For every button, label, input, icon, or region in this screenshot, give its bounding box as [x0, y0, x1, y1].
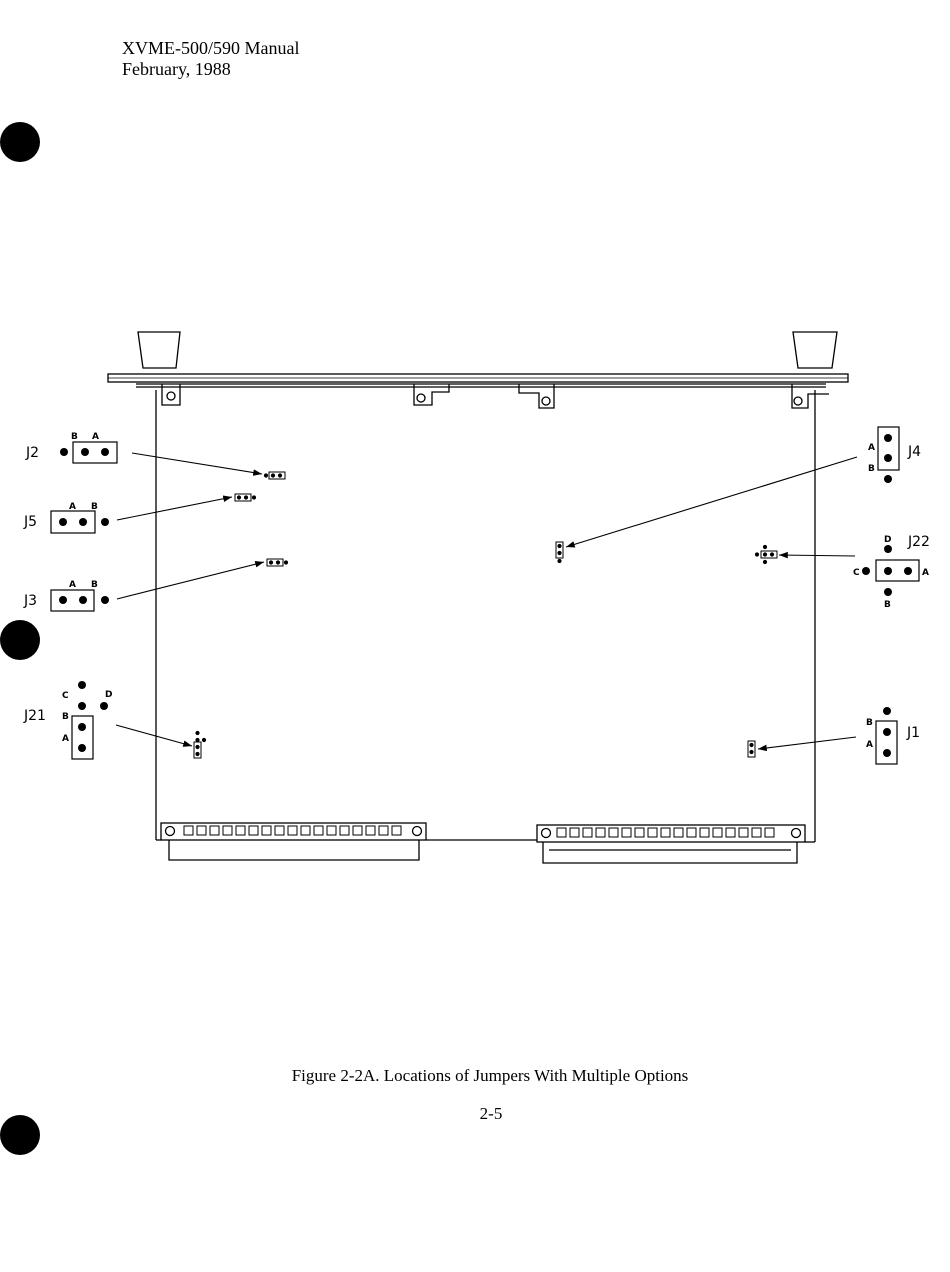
- circuit-board: [108, 332, 848, 863]
- board-jumper-j5: [235, 494, 256, 501]
- board-jumper-j22: [755, 545, 777, 563]
- j2-pin-b-label: B: [71, 432, 78, 442]
- j21-pin-b-label: B: [62, 712, 69, 722]
- board-jumper-j4: [556, 542, 563, 563]
- board-jumper-j2: [264, 472, 285, 479]
- jumper-j22-detail: J22 D C A B: [853, 534, 930, 610]
- leader-arrows: [116, 453, 857, 749]
- board-jumper-j21: [194, 731, 206, 758]
- connector-p2: [537, 825, 805, 863]
- j5-label: J5: [23, 514, 37, 530]
- j3-label: J3: [23, 593, 37, 609]
- jumper-j1-detail: J1 B A: [866, 707, 920, 764]
- jumper-j2-detail: J2 B A: [25, 432, 117, 463]
- j4-label: J4: [907, 444, 921, 460]
- board-jumper-footprints: [194, 472, 777, 758]
- j4-pin-b-label: B: [868, 464, 875, 474]
- j22-pin-d-label: D: [884, 535, 891, 545]
- j3-pin-b-label: B: [91, 580, 98, 590]
- j22-pin-b-label: B: [884, 600, 891, 610]
- figure-caption: Figure 2-2A. Locations of Jumpers With M…: [0, 1066, 950, 1086]
- jumper-j3-detail: J3 A B: [23, 580, 109, 611]
- j21-pin-a-label: A: [62, 734, 69, 744]
- j5-pin-b-label: B: [91, 502, 98, 512]
- j1-pin-b-label: B: [866, 718, 873, 728]
- jumper-j4-detail: J4 A B: [868, 427, 921, 483]
- j21-label: J21: [23, 708, 46, 724]
- j1-label: J1: [906, 725, 920, 741]
- board-jumper-j1: [748, 741, 755, 757]
- j2-pin-a-label: A: [92, 432, 99, 442]
- board-jumper-j3: [267, 559, 288, 566]
- jumper-j21-detail: J21 C D B A: [23, 681, 112, 759]
- j2-label: J2: [25, 445, 39, 461]
- j21-pin-d-label: D: [105, 690, 112, 700]
- j4-pin-a-label: A: [868, 443, 875, 453]
- page-number: 2-5: [0, 1104, 950, 1124]
- j3-pin-a-label: A: [69, 580, 76, 590]
- j22-pin-c-label: C: [853, 568, 860, 578]
- j21-pin-c-label: C: [62, 691, 69, 701]
- j22-label: J22: [907, 534, 930, 550]
- j22-pin-a-label: A: [922, 568, 929, 578]
- j1-pin-a-label: A: [866, 740, 873, 750]
- jumper-j5-detail: J5 A B: [23, 502, 109, 533]
- connector-p1: [161, 823, 426, 860]
- j5-pin-a-label: A: [69, 502, 76, 512]
